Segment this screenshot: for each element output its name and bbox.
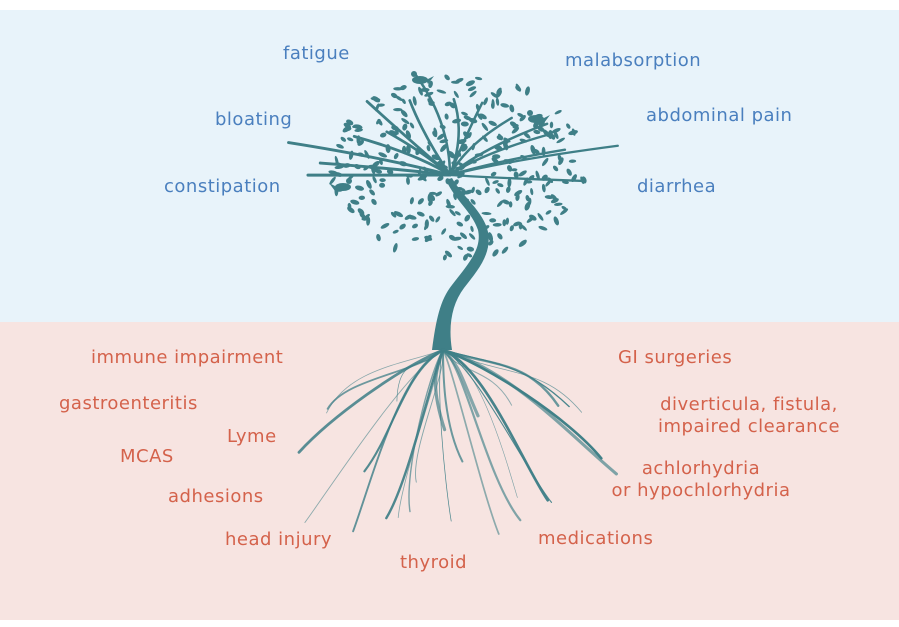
cause-immune-impairment: immune impairment	[91, 347, 283, 369]
cause-thyroid: thyroid	[400, 552, 467, 574]
cause-head-injury: head injury	[225, 529, 332, 551]
cause-diverticula: diverticula, fistula, impaired clearance	[652, 394, 846, 438]
symptom-malabsorption: malabsorption	[565, 50, 701, 72]
symptom-constipation: constipation	[164, 176, 281, 198]
tree-trunk	[432, 178, 489, 350]
symptom-fatigue: fatigue	[283, 43, 350, 65]
cause-diverticula-line2: impaired clearance	[652, 416, 846, 438]
bird-icon	[527, 110, 550, 123]
cause-medications: medications	[538, 528, 653, 550]
cause-gastroenteritis: gastroenteritis	[59, 393, 198, 415]
cause-mcas: MCAS	[120, 446, 174, 468]
cause-achlorhydria-line2: or hypochlorhydria	[609, 480, 793, 502]
cause-adhesions: adhesions	[168, 486, 264, 508]
cause-gi-surgeries: GI surgeries	[618, 347, 732, 369]
cause-diverticula-line1: diverticula, fistula,	[652, 394, 846, 416]
symptom-diarrhea: diarrhea	[637, 176, 716, 198]
cause-achlorhydria-line1: achlorhydria	[609, 458, 793, 480]
tree-roots	[299, 350, 616, 534]
symptom-bloating: bloating	[215, 109, 292, 131]
symptom-abdominal-pain: abdominal pain	[646, 105, 792, 127]
cause-lyme: Lyme	[227, 426, 277, 448]
cause-achlorhydria: achlorhydria or hypochlorhydria	[609, 458, 793, 502]
